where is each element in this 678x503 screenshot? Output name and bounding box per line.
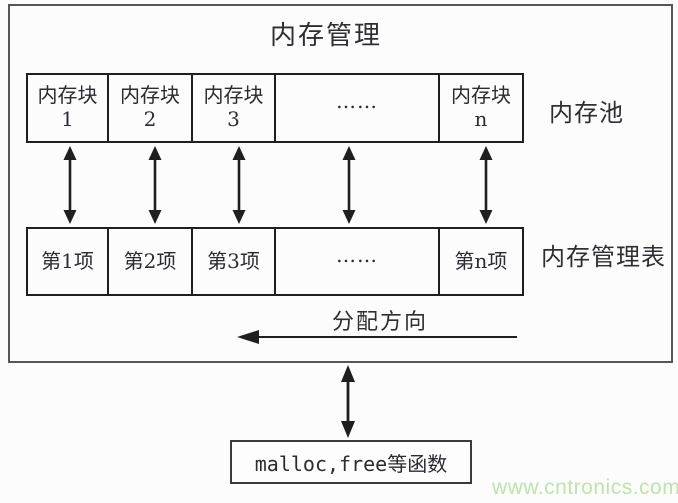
functions-box-label: malloc,free等函数: [254, 451, 448, 476]
double-arrow-icon: [342, 146, 356, 224]
double-arrow-icon: [479, 146, 493, 224]
ellipsis: ……: [336, 89, 378, 114]
management-table-label: 内存管理表: [541, 243, 666, 271]
table-item-n-cell: 第n项: [440, 229, 522, 294]
table-ellipsis-cell: ……: [276, 229, 440, 294]
diagram-title: 内存管理: [269, 21, 382, 51]
management-table-row: 第1项 第2项 第3项 …… 第n项: [26, 227, 524, 296]
diagram-frame: [8, 4, 673, 363]
memory-block-3-name: 内存块: [203, 83, 264, 108]
memory-block-2-index: 2: [143, 107, 157, 131]
memory-block-n-index: n: [474, 107, 488, 131]
double-arrow-icon: [63, 146, 77, 224]
memory-block-1-index: 1: [61, 107, 74, 131]
table-item-3-cell: 第3项: [193, 229, 276, 294]
table-item-3-label: 第3项: [207, 248, 260, 273]
memory-pool-ellipsis-cell: ……: [276, 75, 440, 141]
memory-block-n-cell: 内存块 n: [440, 75, 522, 141]
memory-block-n-name: 内存块: [451, 83, 511, 108]
memory-block-3-cell: 内存块 3: [193, 75, 276, 141]
allocation-direction-label: 分配方向: [332, 310, 429, 335]
table-item-1-cell: 第1项: [28, 229, 109, 294]
ellipsis: ……: [336, 242, 378, 267]
double-arrow-icon: [232, 146, 246, 224]
table-item-2-label: 第2项: [123, 248, 177, 273]
memory-pool-label: 内存池: [549, 99, 624, 127]
table-item-1-label: 第1项: [41, 248, 94, 273]
functions-link-double-arrow-icon: [341, 365, 355, 438]
memory-block-1-cell: 内存块 1: [28, 75, 109, 141]
double-arrow-icon: [148, 146, 162, 224]
memory-block-2-name: 内存块: [120, 83, 180, 108]
memory-block-2-cell: 内存块 2: [109, 75, 193, 141]
left-arrow-icon: [237, 330, 517, 344]
table-item-n-label: 第n项: [454, 248, 508, 273]
functions-box: malloc,free等函数: [230, 440, 472, 484]
memory-block-1-name: 内存块: [37, 83, 98, 108]
memory-pool-row: 内存块 1 内存块 2 内存块 3 …… 内存块 n: [26, 73, 524, 143]
table-item-2-cell: 第2项: [109, 229, 193, 294]
watermark: www.cntronics.com: [492, 476, 678, 499]
memory-block-3-index: 3: [227, 107, 240, 131]
